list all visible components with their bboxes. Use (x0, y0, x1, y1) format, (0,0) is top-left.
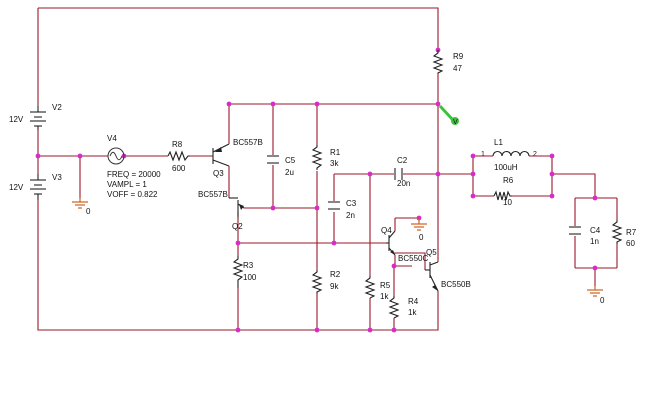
r5-value: 1k (380, 292, 389, 301)
battery-v2: 12V V2 (9, 103, 62, 130)
l1-pin2: 2 (533, 151, 537, 158)
q3-name: Q3 (213, 169, 224, 178)
q5-name: Q5 (426, 248, 437, 257)
resistor-r7: R7 60 (611, 220, 637, 248)
r6-name: R6 (503, 176, 514, 185)
r3-name: R3 (243, 261, 254, 270)
c3-value: 2n (346, 211, 355, 220)
r6-value: 10 (503, 198, 512, 207)
capacitor-c2: C2 20n (394, 156, 410, 188)
capacitor-c3: C3 2n (328, 199, 357, 220)
r1-name: R1 (330, 148, 341, 157)
q3-model: BC557B (233, 138, 263, 147)
ground-symbol: 0 (587, 286, 605, 305)
r5-name: R5 (380, 281, 391, 290)
r9-name: R9 (453, 52, 464, 61)
v4-freq: FREQ = 20000 (107, 170, 161, 179)
ground-label: 0 (419, 233, 424, 242)
c5-value: 2u (285, 168, 294, 177)
c3-name: C3 (346, 199, 357, 208)
r3-value: 100 (243, 273, 257, 282)
battery-v3: 12V V3 (9, 173, 62, 200)
resistor-r5: R5 1k (364, 276, 391, 301)
resistor-r6: R6 10 (493, 176, 514, 207)
r4-name: R4 (408, 297, 419, 306)
r7-value: 60 (626, 239, 635, 248)
r2-value: 9k (330, 282, 339, 291)
wires (37, 7, 618, 331)
v3-value: 12V (9, 183, 24, 192)
ground-label: 0 (86, 207, 91, 216)
c4-name: C4 (590, 226, 601, 235)
capacitor-c5: C5 2u (267, 155, 296, 177)
transistor-q2: BC557B Q2 (198, 190, 245, 231)
c2-name: C2 (397, 156, 408, 165)
resistor-r9: R9 47 (432, 50, 464, 74)
c2-value: 20n (397, 179, 410, 188)
ground-symbol: 0 (72, 198, 91, 216)
v2-name: V2 (52, 103, 62, 112)
resistor-r3: R3 100 (232, 256, 257, 288)
inductor-l1: L1 100uH 1 2 (481, 138, 537, 172)
v4-vampl: VAMPL = 1 (107, 180, 147, 189)
ground-label: 0 (600, 296, 605, 305)
r8-value: 600 (172, 164, 186, 173)
resistor-r8: R8 600 (167, 140, 190, 173)
voltage-probe-marker: V (438, 104, 459, 126)
l1-value: 100uH (494, 163, 518, 172)
v2-value: 12V (9, 115, 24, 124)
r1-value: 3k (330, 159, 339, 168)
q4-model: BC550C (398, 254, 428, 263)
r4-value: 1k (408, 308, 417, 317)
sine-source-v4: V4 FREQ = 20000 VAMPL = 1 VOFF = 0.822 (107, 134, 161, 199)
r9-value: 47 (453, 64, 462, 73)
resistor-r2: R2 9k (311, 270, 341, 294)
junction-dots (35, 47, 598, 333)
v3-name: V3 (52, 173, 62, 182)
q2-model: BC557B (198, 190, 228, 199)
r8-name: R8 (172, 140, 183, 149)
q2-name: Q2 (232, 222, 243, 231)
r2-name: R2 (330, 270, 341, 279)
capacitor-c4: C4 1n (569, 226, 601, 246)
ground-symbol: 0 (411, 218, 427, 242)
transistor-q4: Q4 BC550C (381, 226, 428, 263)
transistor-q3: BC557B Q3 (212, 138, 263, 178)
q4-name: Q4 (381, 226, 392, 235)
transistor-q5: Q5 BC550B (425, 248, 471, 292)
l1-name: L1 (494, 138, 503, 147)
v4-voff: VOFF = 0.822 (107, 190, 158, 199)
resistor-r1: R1 3k (311, 145, 341, 170)
v4-name: V4 (107, 134, 117, 143)
resistor-r4: R4 1k (388, 296, 419, 319)
probe-label: V (453, 119, 458, 126)
q5-model: BC550B (441, 280, 471, 289)
c5-name: C5 (285, 156, 296, 165)
c4-value: 1n (590, 237, 599, 246)
r7-name: R7 (626, 228, 637, 237)
l1-pin1: 1 (481, 151, 485, 158)
